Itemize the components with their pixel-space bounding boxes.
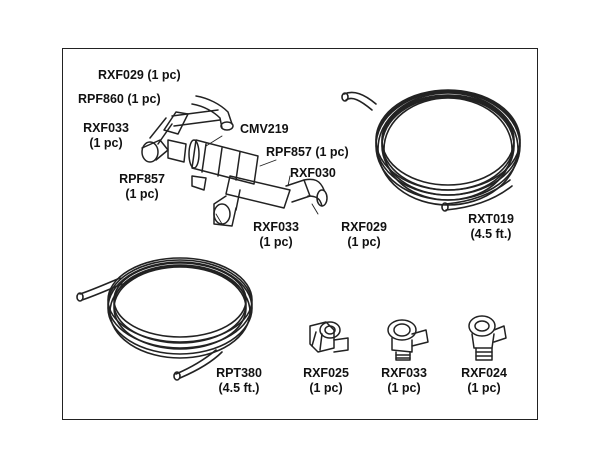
label-rpf857-right: RPF857 (1 pc) (266, 145, 349, 159)
label-rxf033-bot: RXF033 (1 pc) (374, 366, 434, 396)
label-rpt380: RPT380 (4.5 ft.) (206, 366, 272, 396)
rxf033-fitting (387, 319, 429, 361)
leader-lines (205, 135, 319, 225)
label-rxf024-code: RXF024 (461, 366, 507, 380)
label-rpt380-qty: (4.5 ft.) (218, 381, 260, 395)
label-rxt019-qty: (4.5 ft.) (470, 227, 512, 241)
label-cmv219: CMV219 (240, 122, 289, 136)
label-rxt019-code: RXT019 (468, 212, 514, 226)
label-rxf029-mid-qty: (1 pc) (347, 235, 381, 249)
label-rxf030: RXF030 (290, 166, 336, 180)
label-rpf860: RPF860 (1 pc) (78, 92, 161, 106)
label-rxf033-left-qty: (1 pc) (89, 136, 123, 150)
label-rxf024-qty: (1 pc) (467, 381, 501, 395)
diagram-frame (62, 48, 538, 420)
label-rxf033-bot-qty: (1 pc) (387, 381, 421, 395)
label-rpf857-left-qty: (1 pc) (125, 187, 159, 201)
label-rxf029-top: RXF029 (1 pc) (98, 68, 181, 82)
label-rxf024: RXF024 (1 pc) (454, 366, 514, 396)
label-rxf033-mid-code: RXF033 (253, 220, 299, 234)
label-rpt380-code: RPT380 (216, 366, 262, 380)
label-rxf025-code: RXF025 (303, 366, 349, 380)
label-rpf857-left-code: RPF857 (119, 172, 165, 186)
label-rxt019: RXT019 (4.5 ft.) (458, 212, 524, 242)
label-rxf029-mid: RXF029 (1 pc) (334, 220, 394, 250)
label-rxf033-left: RXF033 (1 pc) (76, 121, 136, 151)
rpt380-tubing-coil (76, 257, 253, 381)
label-rxf033-mid: RXF033 (1 pc) (246, 220, 306, 250)
label-rxf029-mid-code: RXF029 (341, 220, 387, 234)
rxt019-tubing-coil (341, 89, 521, 212)
label-rxf025-qty: (1 pc) (309, 381, 343, 395)
label-rxf033-left-code: RXF033 (83, 121, 129, 135)
label-rxf033-bot-code: RXF033 (381, 366, 427, 380)
label-rxf033-mid-qty: (1 pc) (259, 235, 293, 249)
valve-assembly (141, 95, 328, 227)
label-rpf857-left: RPF857 (1 pc) (114, 172, 170, 202)
rxf025-fitting (309, 321, 349, 353)
rxf024-fitting (468, 315, 507, 361)
label-rxf025: RXF025 (1 pc) (296, 366, 356, 396)
